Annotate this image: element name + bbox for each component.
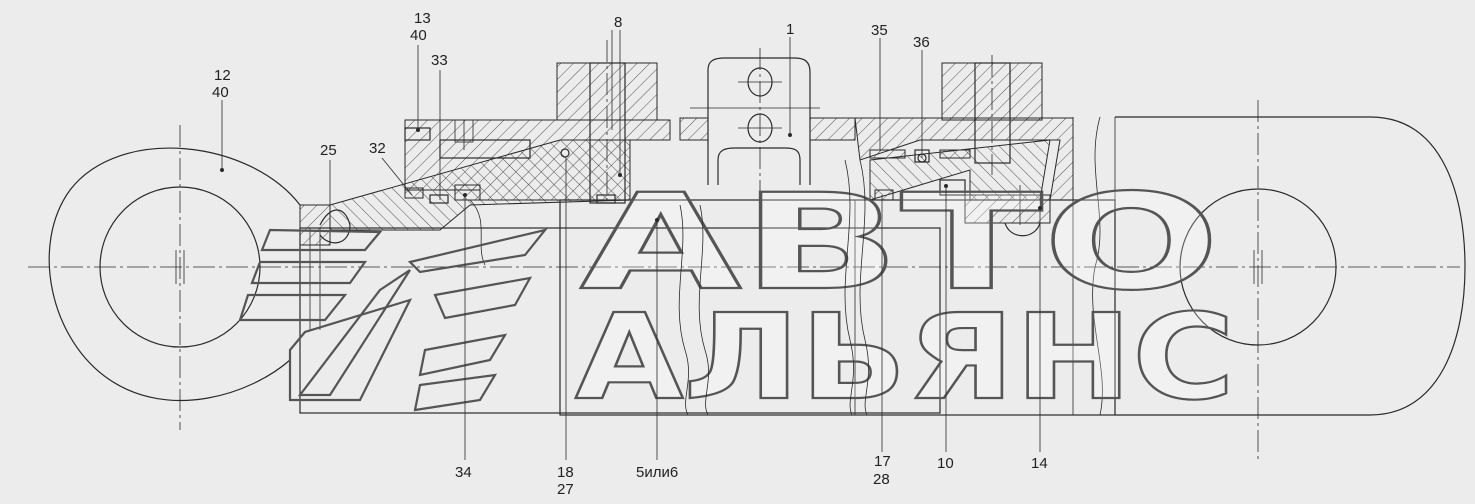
callout-18: 18: [557, 464, 574, 481]
gland-head: [329, 119, 671, 266]
break-line-2: [698, 204, 709, 416]
callout-labels: 12 40 13 40 33 32 25 8 1 35 36 34 18 27 …: [212, 10, 1048, 498]
callout-13-40: 40: [410, 27, 427, 44]
callout-25: 25: [320, 142, 337, 159]
callout-13: 13: [414, 10, 431, 27]
callout-36: 36: [913, 34, 930, 51]
callout-12-40: 40: [212, 84, 229, 101]
watermark-line-2: АЛЬЯНС: [575, 288, 1235, 426]
left-port-boss: [556, 40, 658, 204]
callout-17: 17: [874, 453, 891, 470]
watermark-text: АВТО АЛЬЯНС: [574, 165, 1236, 427]
callout-12: 12: [214, 67, 231, 84]
leader-lines: [220, 30, 1042, 460]
callout-8: 8: [614, 14, 622, 31]
callout-32: 32: [369, 140, 386, 157]
watermark-logo: [238, 228, 548, 412]
callout-1: 1: [786, 21, 794, 38]
callout-35: 35: [871, 22, 888, 39]
watermark-line-1: АВТО: [580, 166, 1220, 320]
break-line-1: [678, 204, 689, 416]
callout-18-27: 27: [557, 481, 574, 498]
callout-10: 10: [937, 455, 954, 472]
callout-14: 14: [1031, 455, 1048, 472]
callout-33: 33: [431, 52, 448, 69]
right-cylinder-eye: [1115, 100, 1466, 460]
callout-5-or-6: 5или6: [636, 464, 678, 481]
callout-34: 34: [455, 464, 472, 481]
left-rod-eye: [48, 125, 301, 430]
piston: [854, 117, 1074, 237]
break-line-4: [859, 159, 869, 416]
center-bracket: [679, 48, 856, 215]
callout-17-28: 28: [873, 471, 890, 488]
break-line-3: [844, 159, 854, 416]
right-port-boss: [941, 55, 1043, 175]
